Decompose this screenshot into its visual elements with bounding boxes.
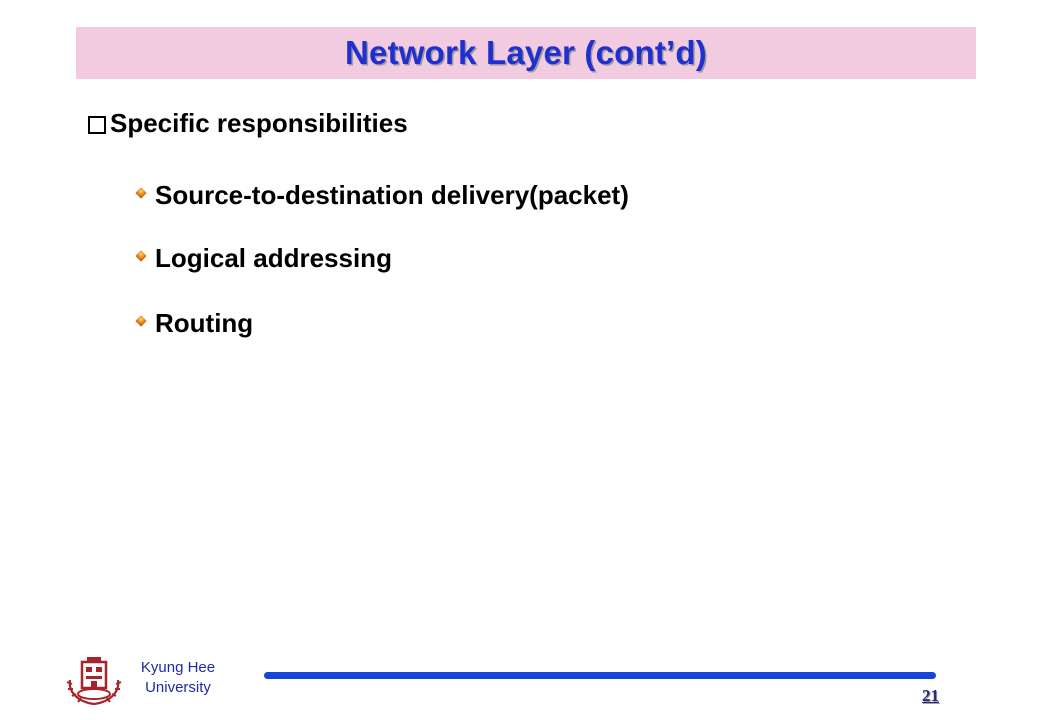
sub-item-text: Source-to-destination delivery(packet) — [155, 180, 629, 210]
page-number: 21 — [922, 686, 939, 705]
sub-item: Routing — [136, 308, 253, 339]
sub-item: Logical addressing — [136, 243, 392, 274]
orange-diamond-icon — [136, 251, 146, 261]
orange-diamond-icon — [136, 188, 146, 198]
orange-diamond-icon — [136, 316, 146, 326]
university-name-line1: Kyung Hee — [140, 659, 216, 676]
university-name-line2: University — [145, 679, 211, 696]
main-bullet: Specific responsibilities — [88, 108, 408, 139]
sub-item-text: Logical addressing — [155, 243, 392, 273]
hollow-square-icon — [88, 115, 106, 134]
slide-title: Network Layer (cont’d) — [345, 34, 707, 71]
title-bar: Network Layer (cont’d) — [76, 27, 976, 79]
main-bullet-text: Specific responsibilities — [110, 108, 408, 138]
university-crest-logo — [66, 657, 122, 706]
sub-item-text: Routing — [155, 308, 254, 338]
university-name: Kyung Hee University — [126, 658, 230, 698]
sub-item: Source-to-destination delivery(packet) — [136, 180, 629, 211]
footer-bar — [264, 672, 936, 679]
